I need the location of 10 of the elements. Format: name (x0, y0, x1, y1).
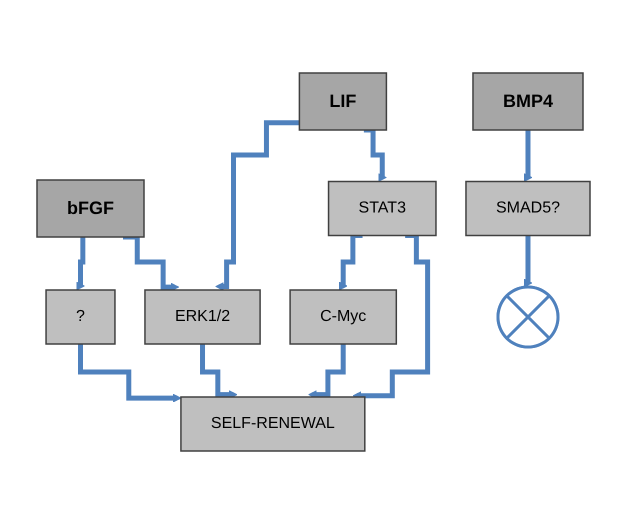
node-box: BMP4 (472, 72, 584, 131)
node-box: C-Myc (289, 289, 398, 345)
arrow (215, 120, 300, 291)
node-box: ERK1/2 (144, 289, 261, 345)
node-box: STAT3 (328, 180, 437, 236)
node-box: LIF (298, 72, 388, 131)
node-box: bFGF (36, 179, 145, 238)
node-box: SMAD5? (465, 180, 591, 236)
node-box: SELF-RENEWAL (180, 396, 366, 452)
node-box: ? (45, 289, 116, 345)
